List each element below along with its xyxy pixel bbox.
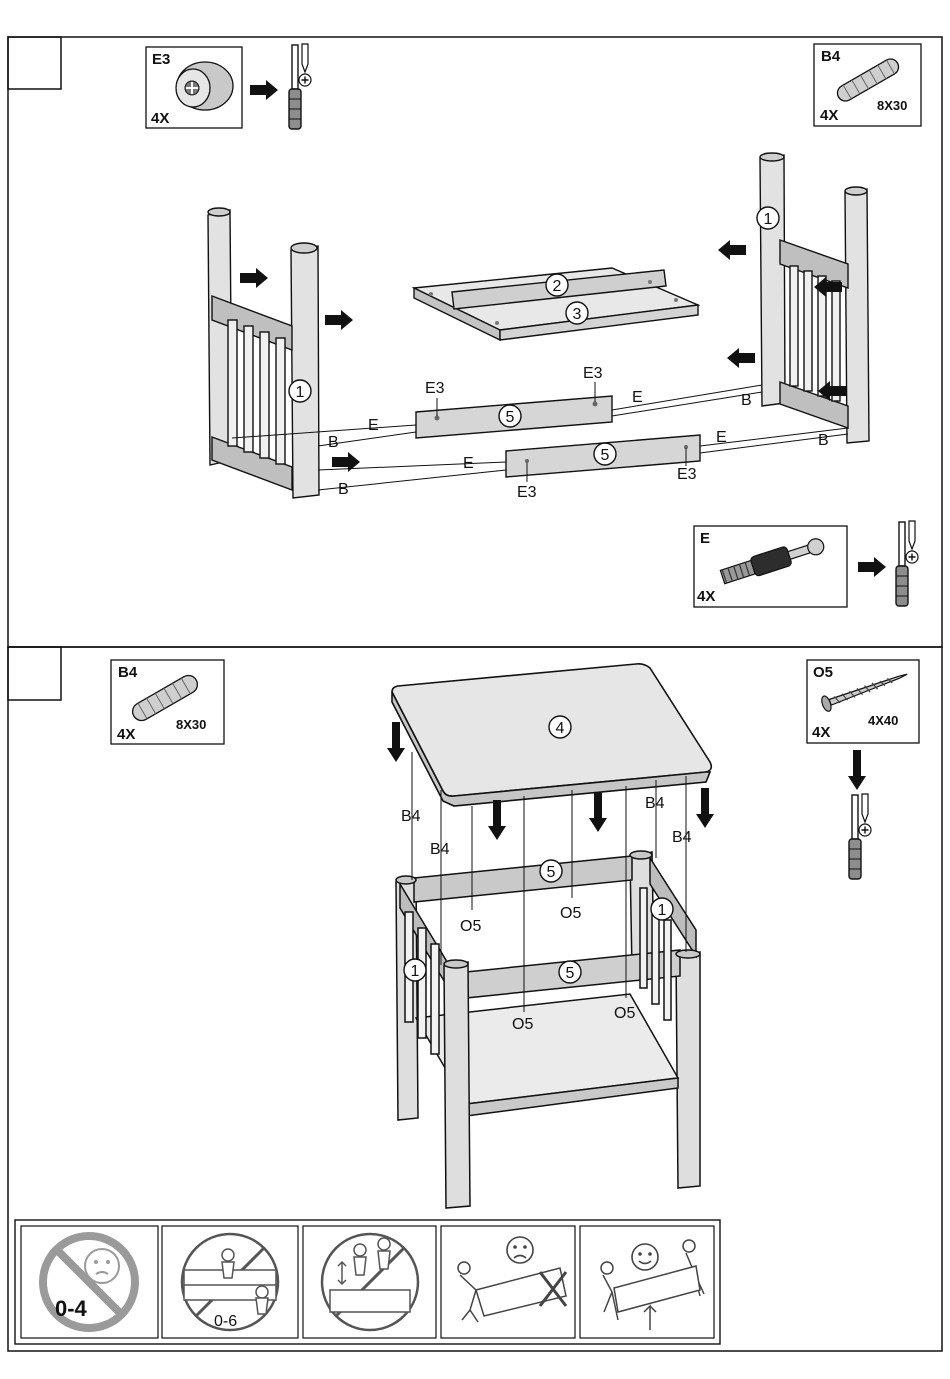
part-number-leg-right: 1 xyxy=(757,207,779,229)
part-number-rail-front: 5 xyxy=(559,961,581,983)
arrow-right-icon xyxy=(240,268,268,288)
phillips-bit-icon xyxy=(906,521,918,563)
step2-number-box xyxy=(8,647,61,700)
svg-text:1: 1 xyxy=(296,384,305,401)
arrow-down-icon xyxy=(488,800,506,840)
callout-e3: E3 xyxy=(425,380,445,397)
callout-b4: B4 xyxy=(401,808,421,825)
phillips-bit-icon xyxy=(299,44,311,86)
warning-panel-no-jumping xyxy=(303,1226,436,1338)
part-number-leg-left: 1 xyxy=(289,380,311,402)
part-box-e3: E3 4X xyxy=(146,47,242,128)
sad-face-icon xyxy=(507,1237,533,1263)
svg-text:1: 1 xyxy=(658,902,667,919)
screwdriver-icon xyxy=(289,45,301,129)
part-code-e3: E3 xyxy=(152,51,170,68)
callout-b4: B4 xyxy=(645,795,665,812)
warning-panel-wrong-lift xyxy=(441,1226,575,1338)
callout-b: B xyxy=(328,434,339,451)
warning-panel-bed-age: 0-6 xyxy=(162,1226,298,1338)
callout-e: E xyxy=(632,389,643,406)
phillips-bit-icon xyxy=(859,794,871,836)
part-qty-b4: 4X xyxy=(820,107,838,124)
callout-e3: E3 xyxy=(583,365,603,382)
right-leg-assembly xyxy=(760,153,869,443)
part-number-shelf-2: 2 xyxy=(546,274,568,296)
part-number-rail-lower: 5 xyxy=(594,443,616,465)
screwdriver-icon xyxy=(896,522,908,606)
part-box-e: E 4X xyxy=(694,526,847,607)
callout-e: E xyxy=(368,417,379,434)
callout-e3: E3 xyxy=(677,466,697,483)
part-number-leg-left: 1 xyxy=(404,959,426,981)
svg-text:1: 1 xyxy=(411,963,420,980)
part-code-b4: B4 xyxy=(118,664,138,681)
callout-o5: O5 xyxy=(460,918,481,935)
svg-text:5: 5 xyxy=(547,864,556,881)
callout-e: E xyxy=(716,429,727,446)
age-limit-text: 0-4 xyxy=(55,1296,88,1321)
svg-text:3: 3 xyxy=(573,306,582,323)
svg-text:5: 5 xyxy=(601,447,610,464)
callout-b: B xyxy=(818,432,829,449)
callout-o5: O5 xyxy=(614,1005,635,1022)
part-number-leg-right: 1 xyxy=(651,898,673,920)
callout-b: B xyxy=(338,481,349,498)
svg-text:5: 5 xyxy=(566,965,575,982)
arrow-left-icon xyxy=(718,240,746,260)
part-box-b4-step1: B4 4X 8X30 xyxy=(814,44,921,126)
part-number-top: 4 xyxy=(549,716,571,738)
happy-face-icon xyxy=(632,1244,658,1270)
cam-lock-icon xyxy=(176,62,233,110)
svg-text:4: 4 xyxy=(556,720,565,737)
svg-text:1: 1 xyxy=(764,211,773,228)
arrow-right-icon xyxy=(858,557,886,577)
callout-b: B xyxy=(741,392,752,409)
part-box-o5: O5 4X 4X40 xyxy=(807,660,919,743)
part-code-o5: O5 xyxy=(813,664,833,681)
age-range-text: 0-6 xyxy=(214,1313,237,1330)
warning-panel-age: 0-4 xyxy=(21,1226,158,1338)
part-size-b4: 8X30 xyxy=(176,717,206,732)
callout-b4: B4 xyxy=(430,841,450,858)
part-size-b4: 8X30 xyxy=(877,98,907,113)
arrow-left-icon xyxy=(727,348,755,368)
left-leg-assembly xyxy=(208,208,319,498)
part-code-b4: B4 xyxy=(821,48,841,65)
callout-e3: E3 xyxy=(517,484,537,501)
svg-text:2: 2 xyxy=(553,278,562,295)
part-size-o5: 4X40 xyxy=(868,713,898,728)
arrow-down-icon xyxy=(848,750,866,790)
callout-o5: O5 xyxy=(512,1016,533,1033)
part-number-rail-upper: 5 xyxy=(499,405,521,427)
callout-e: E xyxy=(463,455,474,472)
arrow-right-icon xyxy=(325,310,353,330)
svg-text:5: 5 xyxy=(506,409,515,426)
callout-o5: O5 xyxy=(560,905,581,922)
warning-panel-correct-lift xyxy=(580,1226,714,1338)
arrow-down-icon xyxy=(387,722,405,762)
part-qty-b4: 4X xyxy=(117,726,135,743)
arrow-down-icon xyxy=(589,792,607,832)
part-code-e: E xyxy=(700,530,710,547)
step1-number-box xyxy=(8,37,61,89)
arrow-down-icon xyxy=(696,788,714,828)
part-number-shelf-3: 3 xyxy=(566,302,588,324)
callout-b4: B4 xyxy=(672,829,692,846)
screwdriver-icon xyxy=(849,795,861,879)
part-number-rail-back: 5 xyxy=(540,860,562,882)
part-qty-e: 4X xyxy=(697,588,715,605)
part-box-b4-step2: B4 4X 8X30 xyxy=(111,660,224,744)
arrow-right-icon xyxy=(250,80,278,100)
part-qty-e3: 4X xyxy=(151,110,169,127)
part-qty-o5: 4X xyxy=(812,724,830,741)
